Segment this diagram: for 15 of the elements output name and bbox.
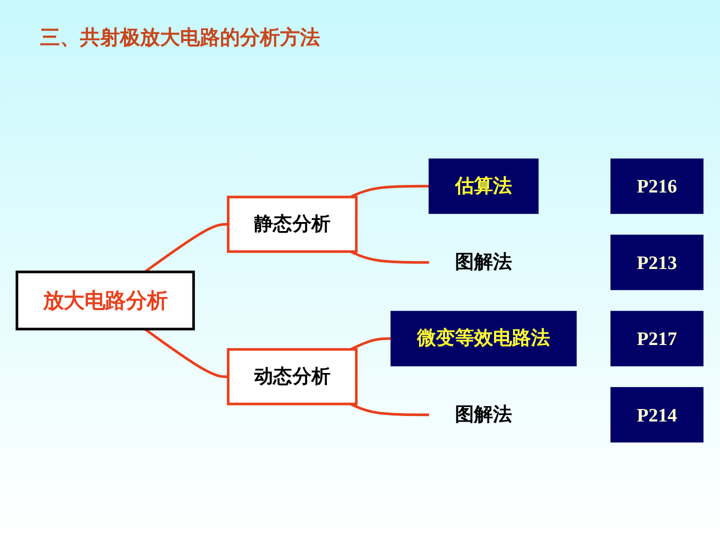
node-box: P214 (610, 386, 704, 442)
node-text: 图解法 (455, 251, 512, 273)
node-box: P216 (610, 158, 704, 214)
node-box: P217 (610, 310, 704, 366)
node-box: 动态分析 (226, 348, 358, 405)
node-box: 放大电路分析 (16, 270, 195, 330)
connector (350, 184, 430, 198)
connector (144, 328, 228, 378)
connector (144, 222, 228, 272)
node-box: 微变等效电路法 (390, 310, 577, 366)
node-text: 图解法 (455, 403, 512, 426)
connector (350, 336, 391, 350)
node-box: 静态分析 (226, 195, 358, 252)
node-box: P213 (610, 234, 704, 290)
slide-title: 三、共射极放大电路的分析方法 (40, 24, 320, 51)
